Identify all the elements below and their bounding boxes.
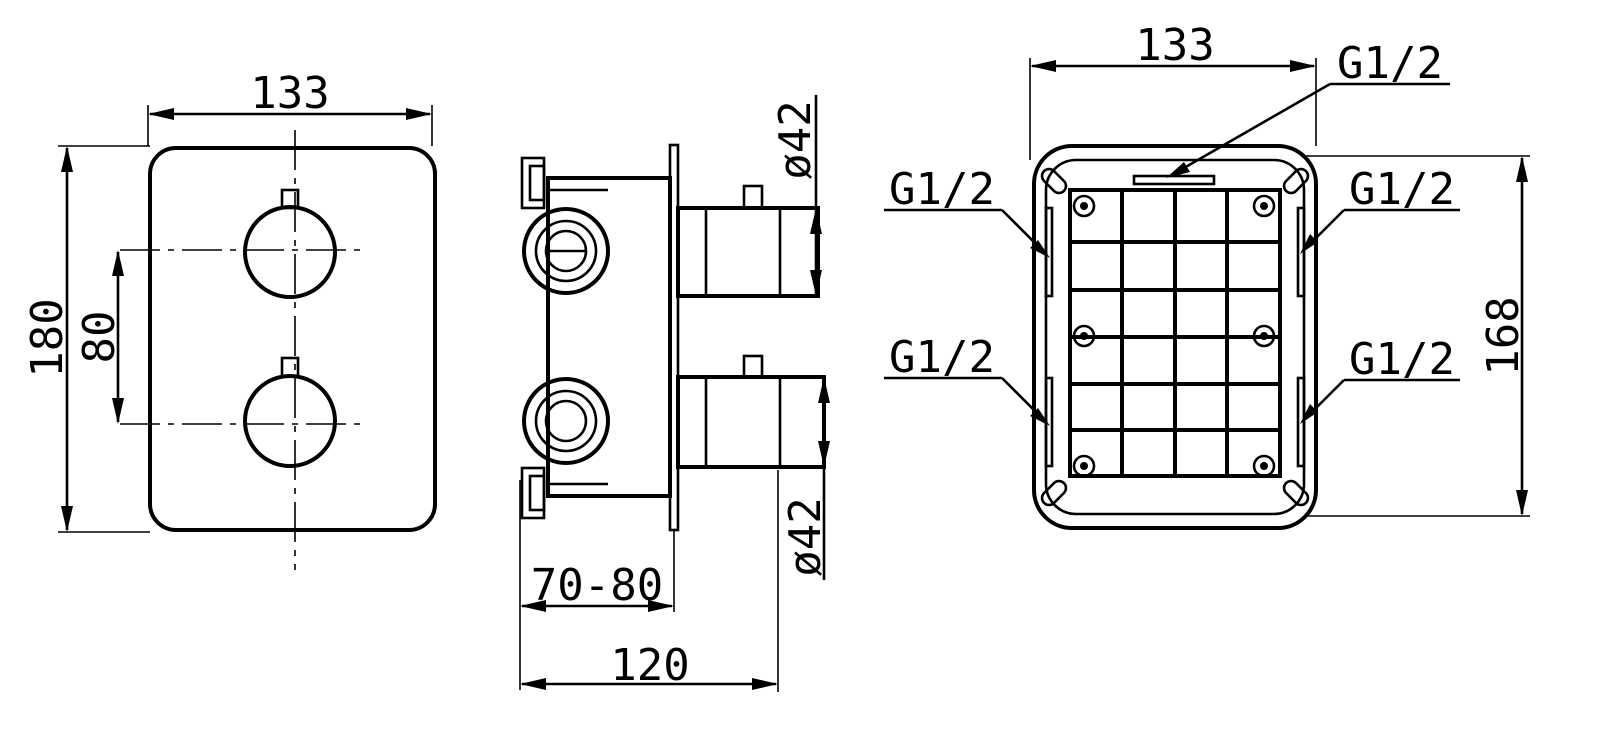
right-upper-port-stub	[1296, 206, 1306, 298]
back-width-label: 133	[1135, 20, 1214, 71]
arrow	[1030, 60, 1056, 72]
lower-spindle-pin	[742, 354, 764, 379]
lower-knob	[243, 374, 337, 468]
arrow	[1030, 408, 1050, 426]
port-left-lower-label: G1/2	[889, 332, 995, 383]
back-plate-inner	[1044, 158, 1306, 516]
valve-body	[546, 176, 672, 498]
port-right-lower-label: G1/2	[1349, 334, 1455, 385]
lower-spindle	[676, 375, 826, 469]
arrow	[1300, 234, 1318, 254]
arrow	[1030, 240, 1050, 258]
port-top-label: G1/2	[1337, 38, 1443, 89]
front-spacing-label: 80	[74, 311, 125, 364]
back-height-label: 168	[1478, 296, 1529, 375]
upper-knob-pin	[280, 188, 300, 210]
arrow	[148, 108, 174, 120]
arrow	[520, 600, 546, 612]
total-depth-label: 120	[610, 640, 689, 691]
front-width-label: 133	[250, 68, 329, 119]
arrow	[61, 146, 73, 172]
front-height-label: 180	[22, 298, 73, 377]
arrow	[1516, 156, 1528, 182]
upper-knob	[243, 205, 337, 299]
port-right-upper-label: G1/2	[1349, 164, 1455, 215]
arrow	[61, 506, 73, 532]
top-diameter-label: ø42	[770, 100, 821, 179]
arrow	[1290, 60, 1316, 72]
leader-line	[1169, 82, 1331, 178]
top-port-stub	[1132, 174, 1216, 186]
arrow	[1166, 162, 1190, 178]
top-fitting-inner	[528, 164, 546, 202]
right-lower-port-stub	[1296, 376, 1306, 468]
bottom-diameter-label: ø42	[780, 497, 831, 576]
left-upper-port-stub	[1044, 206, 1054, 298]
arrow	[648, 600, 674, 612]
screws	[1072, 194, 1276, 478]
arrow	[406, 108, 432, 120]
arrow	[818, 377, 830, 403]
grid	[1070, 190, 1280, 476]
depth-range-label: 70-80	[531, 560, 663, 611]
lower-port-mid	[534, 389, 598, 453]
lower-port-inner	[544, 399, 588, 443]
mount-slots	[1040, 167, 1310, 507]
back-plate-outer	[1032, 144, 1318, 530]
cover-plate	[148, 146, 437, 532]
lower-port-outer	[522, 377, 610, 465]
lower-knob-pin	[280, 356, 300, 378]
port-left-upper-label: G1/2	[889, 164, 995, 215]
arrow	[810, 270, 822, 296]
front-view: 133 180 80	[22, 68, 437, 570]
upper-port-outer	[522, 207, 610, 295]
upper-port-mid	[534, 219, 598, 283]
arrow	[818, 441, 830, 467]
arrow	[810, 208, 822, 234]
upper-spindle	[676, 206, 820, 298]
side-view: ø42 ø42 70-80 120	[519, 95, 831, 692]
arrow	[112, 250, 124, 276]
upper-spindle-pin	[742, 184, 764, 210]
bottom-fitting-inner	[528, 474, 546, 512]
back-view: 133 168 G1/2 G1/2 G1/2 G1/2 G1/2	[884, 20, 1530, 530]
arrow	[112, 398, 124, 424]
arrow	[520, 678, 546, 690]
arrow	[752, 678, 778, 690]
arrow	[1516, 490, 1528, 516]
arrow	[1300, 404, 1318, 424]
